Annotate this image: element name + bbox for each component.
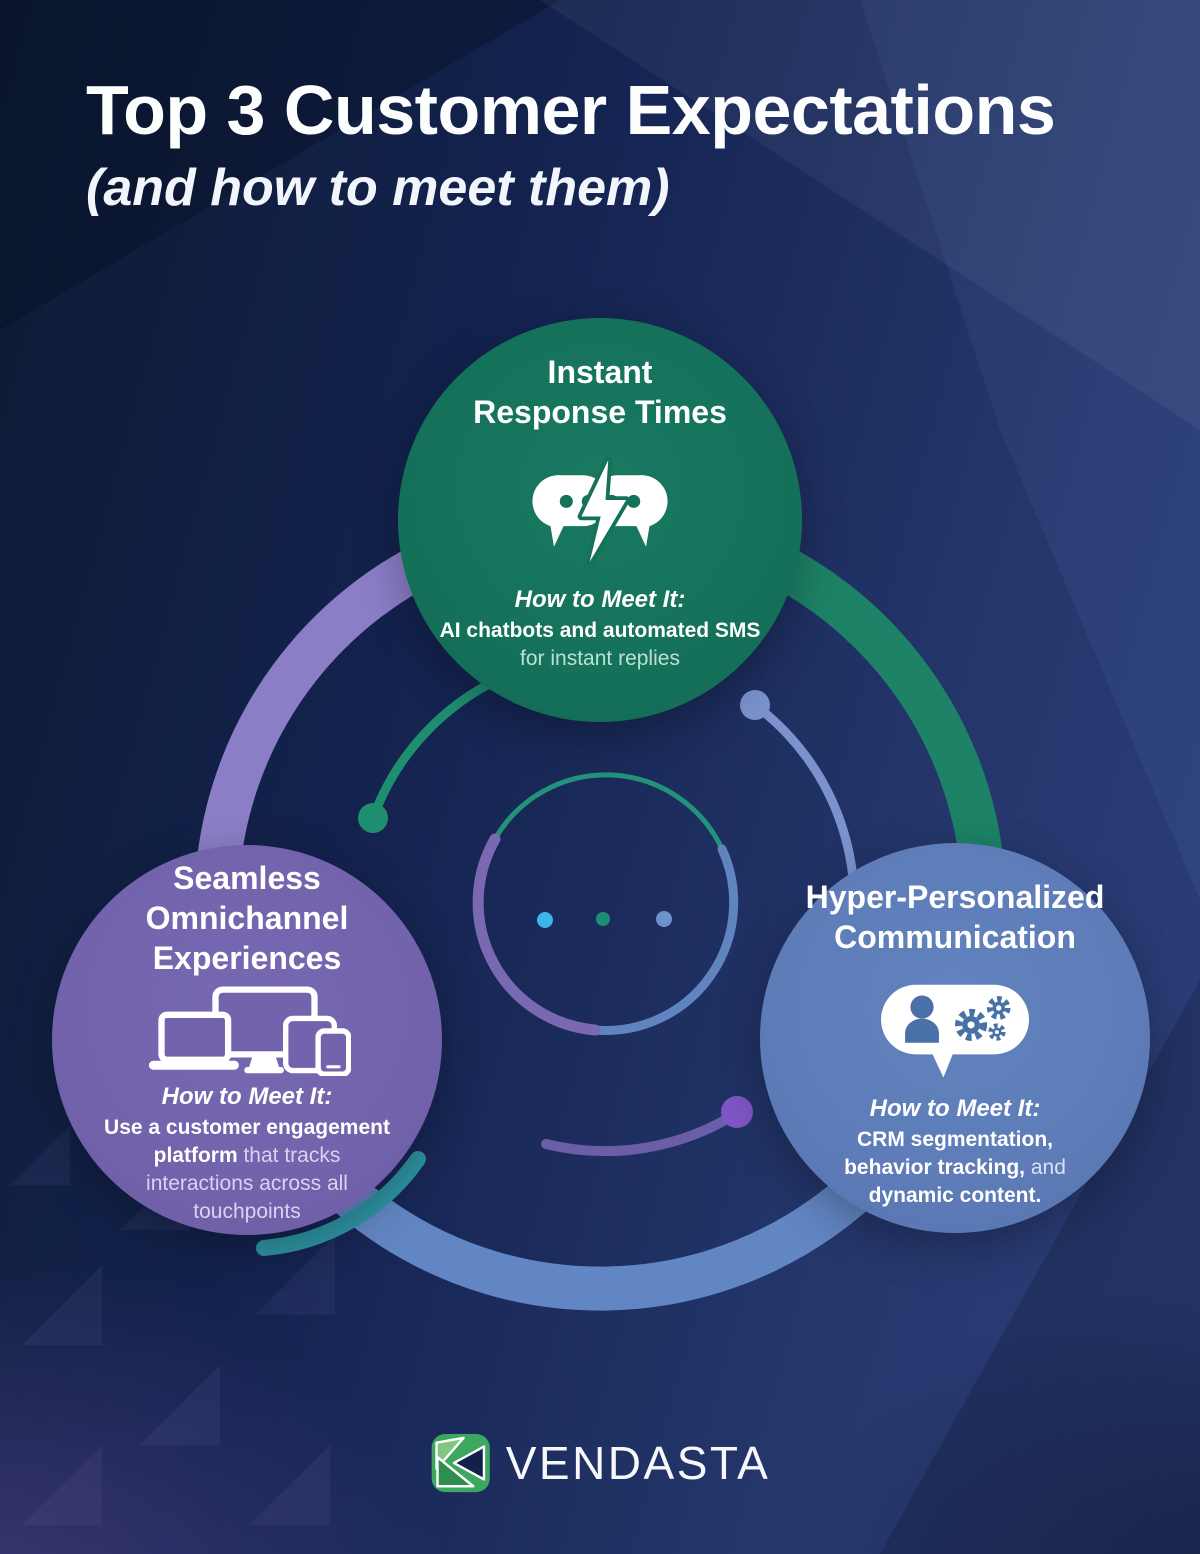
- card-title: Seamless Omnichannel Experiences: [146, 858, 349, 978]
- satellite-arc-purple: [541, 1108, 742, 1157]
- person-gears-bubble-icon: [879, 983, 1031, 1079]
- center-dot-periwinkle: [656, 911, 672, 927]
- card-title-line: Seamless: [173, 860, 321, 896]
- body-bold: CRM segmentation,: [856, 1128, 1053, 1151]
- body-bold: Use a customer engagement: [104, 1116, 390, 1139]
- body-regular: for instant replies: [520, 646, 680, 670]
- body-bold: platform: [153, 1143, 238, 1167]
- header: Top 3 Customer Expectations (and how to …: [86, 71, 1056, 218]
- brand-wordmark: VENDASTA: [505, 1437, 771, 1489]
- center-dot-green: [596, 912, 610, 926]
- card-title: Instant Response Times: [473, 352, 727, 432]
- card-title-line: Instant: [547, 354, 653, 390]
- gear-large: [955, 1008, 988, 1041]
- body-bold: AI chatbots and automated SMS: [439, 619, 761, 642]
- vendasta-logo: [431, 1433, 490, 1493]
- inner-ring-green-arc: [492, 772, 725, 852]
- card-instant-response-times: Instant Response Times How to Meet It: A…: [398, 318, 802, 722]
- inner-ring-purple-arc: [472, 833, 601, 1036]
- page-title: Top 3 Customer Expectations: [86, 71, 1056, 149]
- page-subtitle: (and how to meet them): [86, 158, 670, 217]
- card-body: CRM segmentation, behavior tracking, and…: [844, 1126, 1066, 1210]
- satellite-dot-purple: [721, 1096, 753, 1128]
- facet-top-right: [540, 0, 1200, 430]
- body-bold: behavior tracking,: [844, 1155, 1025, 1179]
- facet-top-left: [0, 0, 560, 330]
- card-title-line: Response Times: [473, 394, 727, 430]
- teal-accent-arc: [256, 1151, 426, 1256]
- how-to-meet-label: How to Meet It:: [514, 586, 686, 613]
- card-body: Use a customer engagement platform that …: [104, 1114, 390, 1226]
- satellite-arc-green: [368, 673, 506, 823]
- card-title-line: Communication: [834, 919, 1076, 955]
- body-regular: and: [1025, 1155, 1066, 1179]
- facet-right-slash: [860, 0, 1200, 900]
- body-regular: that tracks: [237, 1143, 341, 1167]
- how-to-meet-label: How to Meet It:: [161, 1083, 333, 1110]
- body-bold: dynamic content.: [868, 1183, 1042, 1207]
- gear-medium: [986, 996, 1011, 1020]
- inner-ring-blue-arc: [590, 844, 739, 1035]
- body-regular: interactions across all: [146, 1171, 348, 1195]
- card-hyper-personalized: Hyper-Personalized Communication: [760, 843, 1150, 1233]
- satellite-dot-blue: [740, 690, 770, 720]
- card-title: Hyper-Personalized Communication: [806, 877, 1105, 957]
- satellite-dot-green: [358, 803, 388, 833]
- card-body: AI chatbots and automated SMS for instan…: [440, 617, 761, 673]
- card-title-line: Hyper-Personalized: [805, 879, 1105, 915]
- card-title-line: Omnichannel: [145, 900, 349, 936]
- how-to-meet-label: How to Meet It:: [869, 1095, 1041, 1122]
- card-seamless-omnichannel: Seamless Omnichannel Experiences How to …: [52, 845, 442, 1235]
- footer-brand: VENDASTA: [430, 1432, 771, 1494]
- body-regular: touchpoints: [193, 1199, 301, 1223]
- chat-lightning-icon: [514, 456, 686, 568]
- card-title-line: Experiences: [152, 940, 342, 976]
- center-dot-cyan: [537, 912, 553, 928]
- devices-icon: [143, 986, 351, 1076]
